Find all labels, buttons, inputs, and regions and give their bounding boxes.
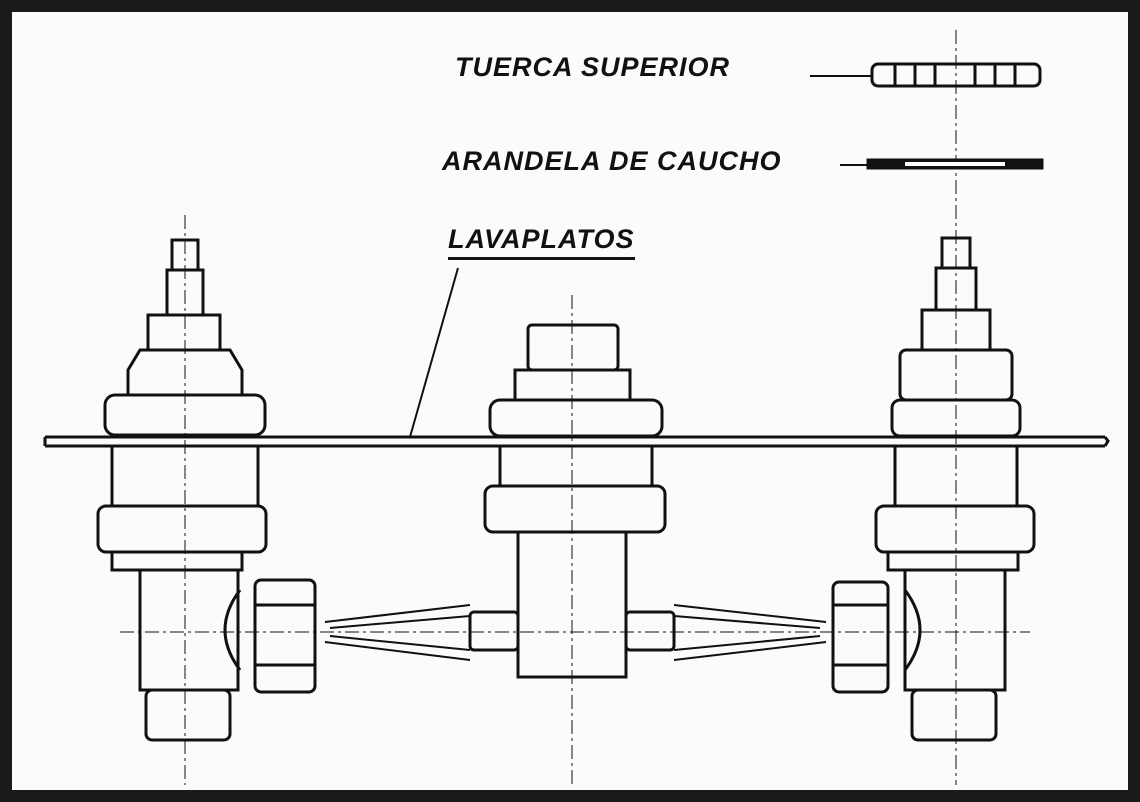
- label-sink: LAVAPLATOS: [448, 224, 635, 260]
- diagram-sheet: TUERCA SUPERIOR ARANDELA DE CAUCHO LAVAP…: [12, 12, 1128, 790]
- left-valve: [96, 238, 317, 742]
- connecting-tubes: [324, 604, 827, 661]
- right-valve: [831, 236, 1036, 742]
- top-nut-part: [810, 62, 1042, 88]
- rubber-washer-part: [840, 158, 1044, 170]
- center-valve: [468, 323, 676, 679]
- label-rubber-washer: ARANDELA DE CAUCHO: [442, 146, 782, 176]
- label-top-nut: TUERCA SUPERIOR: [455, 52, 731, 82]
- faucet-assembly-drawing: [43, 30, 1110, 785]
